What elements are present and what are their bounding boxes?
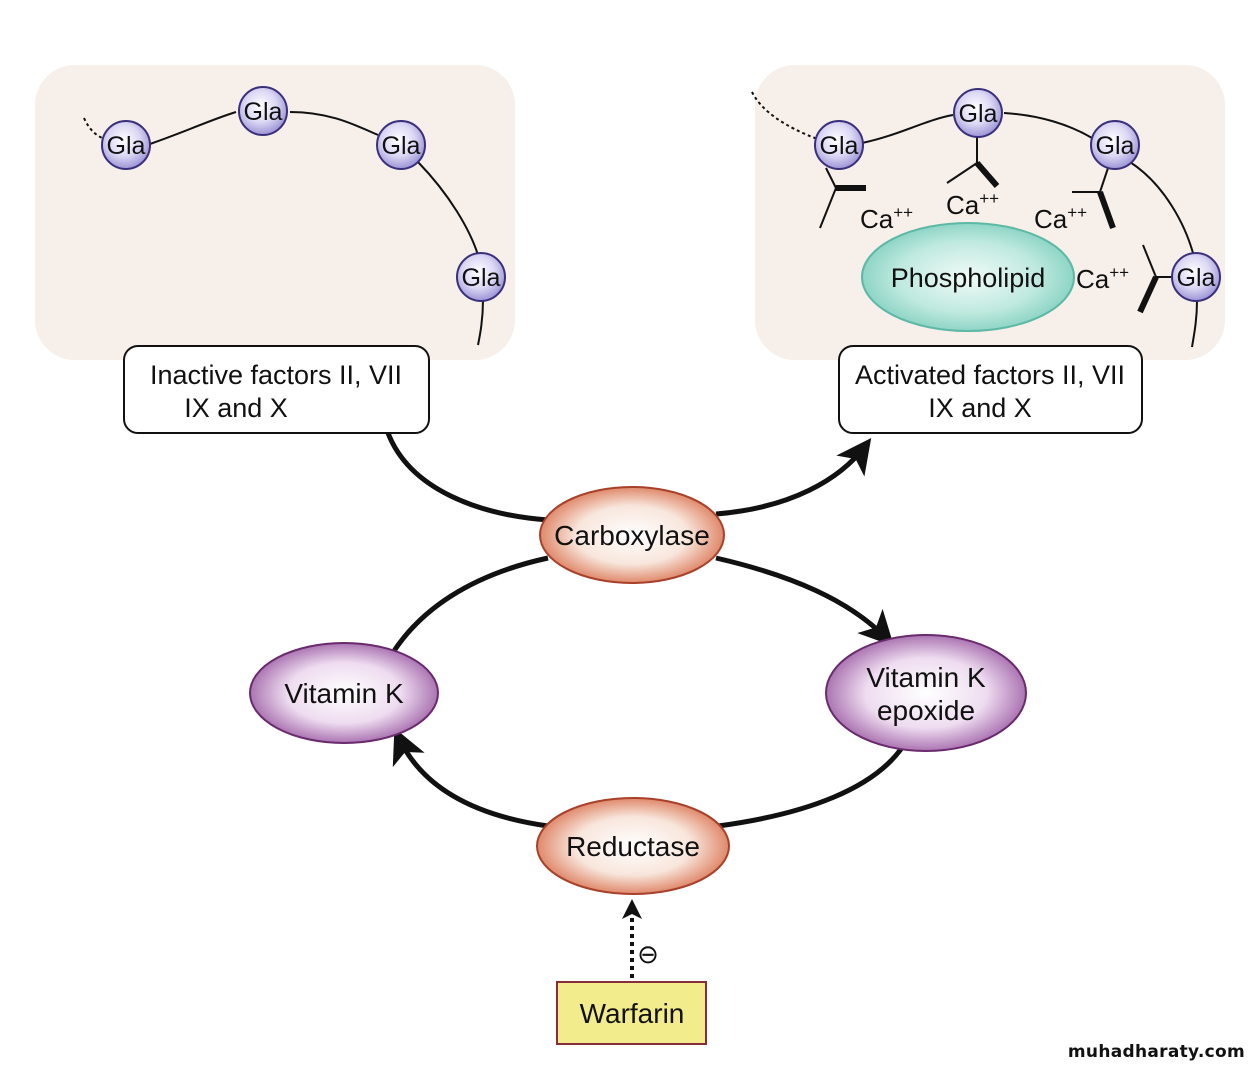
svg-text:Ca++: Ca++ [946,189,999,220]
activated-factors-box: Activated factors II, VII IX and X [838,345,1143,434]
inactive-factor-chain: Gla Gla Gla Gla [83,86,506,346]
calcium-binding-branch [819,167,866,229]
arrow-carboxylase-to-activated [715,437,872,517]
activated-factor-chain: Gla Gla Gla Gla Ca++ Ca++ Ca++ Ca++ [751,88,1221,348]
chain-segment [289,111,379,136]
arrow-reductase-to-vitamin-k [392,728,549,829]
svg-text:⊖: ⊖ [637,939,659,969]
gla-label: Gla [820,132,859,160]
chain-segment [1003,112,1093,139]
vitamin-k-epoxide-line1: Vitamin K [866,662,986,693]
calcium-ion-label: Ca++ [1034,203,1087,234]
chain-segment [149,111,237,145]
gla-residue: Gla [814,120,864,170]
arrow-vitamin-k-to-carboxylase [389,555,549,656]
chain-segment [477,299,484,346]
gla-residue: Gla [1171,252,1221,302]
calcium-ion-label: Ca++ [1076,263,1129,294]
gla-label: Gla [959,100,998,128]
chain-segment [417,161,479,256]
arrow-inactive-to-carboxylase [385,432,549,523]
phospholipid-label: Phospholipid [891,263,1046,293]
gla-residue: Gla [101,120,151,170]
warfarin-box: Warfarin [556,981,707,1045]
svg-text:Ca++: Ca++ [1076,263,1129,294]
gla-residue: Gla [376,120,426,170]
carboxylase-enzyme: Carboxylase [539,486,725,584]
calcium-ion-label: Ca++ [860,203,913,234]
chain-continuation-dotted [751,91,821,141]
gla-residue: Gla [456,252,506,302]
gla-label: Gla [1177,264,1216,292]
inactive-factors-line1: Inactive factors II, VII [150,360,402,390]
reductase-label: Reductase [566,831,700,862]
activated-factors-line2: IX and X [928,393,1032,423]
chain-segment [1129,161,1194,254]
site-watermark: muhadharaty.com [1067,1042,1245,1062]
gla-label: Gla [382,132,421,160]
gla-label: Gla [107,132,146,160]
inactive-factors-line2: IX and X [184,393,288,423]
vitamin-k-node: Vitamin K [249,642,439,744]
calcium-binding-branch [946,137,1000,188]
calcium-binding-branch [1137,244,1172,314]
vitamin-k-epoxide-node: Vitamin K epoxide [825,634,1027,752]
calcium-ion-label: Ca++ [946,189,999,220]
gla-residue: Gla [953,88,1003,138]
gla-label: Gla [462,264,501,292]
vitamin-k-epoxide-line2: epoxide [877,695,975,726]
gla-residue: Gla [238,86,288,136]
activated-factors-line1: Activated factors II, VII [855,360,1125,390]
arrow-epoxide-to-reductase [717,736,911,829]
reductase-enzyme: Reductase [536,797,730,895]
gla-label: Gla [244,98,283,126]
vitamin-k-label: Vitamin K [284,678,404,709]
chain-segment [861,114,954,144]
inactive-factors-box: Inactive factors II, VII IX and X [123,345,430,434]
svg-text:Ca++: Ca++ [1034,203,1087,234]
gla-label: Gla [1096,132,1135,160]
arrow-to-vitamin-k-epoxide [715,555,895,647]
gla-residue: Gla [1090,120,1140,170]
carboxylase-label: Carboxylase [554,520,710,551]
phospholipid-membrane: Phospholipid [861,222,1075,332]
svg-text:Ca++: Ca++ [860,203,913,234]
inhibition-icon: ⊖ [637,939,659,969]
calcium-binding-branch [1072,167,1116,230]
chain-segment [1191,300,1198,348]
warfarin-label: Warfarin [580,998,685,1029]
